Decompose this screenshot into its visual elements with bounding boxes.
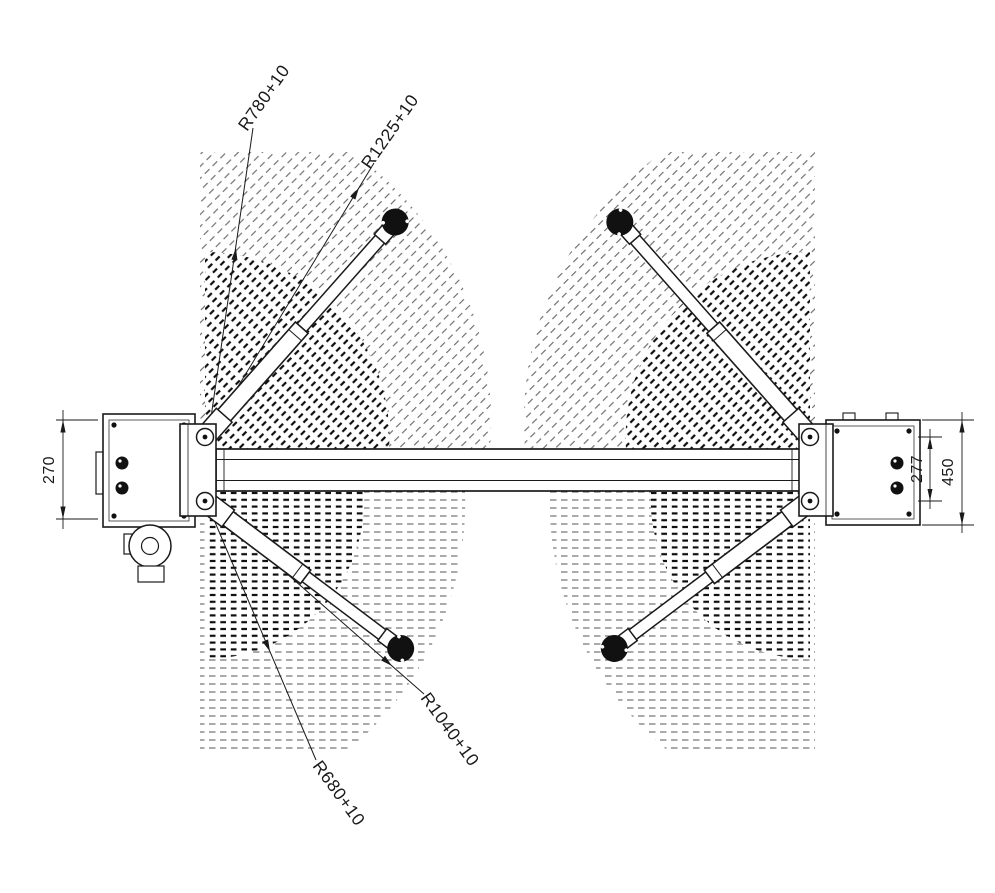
dimension-right-277: 277 bbox=[909, 429, 942, 509]
anchor-bolt bbox=[834, 511, 840, 517]
leader-line-r780 bbox=[208, 127, 254, 432]
radius-label-r680: R680+10 bbox=[309, 757, 370, 830]
dimension-text-270: 270 bbox=[41, 456, 58, 484]
radius-label-r1040: R1040+10 bbox=[417, 689, 484, 770]
bolt-highlight bbox=[118, 484, 122, 488]
pad-highlight bbox=[624, 648, 629, 652]
dimension-text-450: 450 bbox=[940, 458, 957, 486]
dimension-left-270: 270 bbox=[41, 410, 98, 529]
arm-joint-line bbox=[292, 563, 304, 578]
power-unit-base bbox=[137, 565, 165, 583]
anchor-bolt bbox=[834, 428, 840, 434]
pivot-pin bbox=[202, 434, 208, 440]
bolt-highlight bbox=[893, 459, 897, 463]
dimension-arrow-up bbox=[959, 420, 965, 433]
arrowhead-r1225 bbox=[350, 187, 359, 200]
dimension-right-450: 450 bbox=[922, 412, 974, 533]
dimension-arrow-up bbox=[60, 420, 66, 433]
swing-arm-bottom-right bbox=[600, 494, 814, 662]
left-post-bolt-upper bbox=[115, 456, 129, 470]
bolt-highlight bbox=[118, 459, 122, 463]
arm-joint-line bbox=[713, 329, 727, 342]
power-unit-motor-hub bbox=[140, 536, 160, 556]
pivot-pin bbox=[202, 498, 208, 504]
pad-highlight bbox=[600, 644, 605, 649]
reach-zone-top-left-inner bbox=[205, 252, 390, 449]
pad-highlight bbox=[618, 208, 623, 212]
right-post-bolt-upper bbox=[890, 456, 904, 470]
right-post-bolt-lower bbox=[890, 481, 904, 495]
dimension-arrow-down bbox=[927, 489, 933, 501]
pad-highlight bbox=[397, 634, 401, 639]
radius-label-r1225: R1225+10 bbox=[357, 90, 423, 172]
anchor-bolt bbox=[111, 422, 117, 428]
arm-lift-pad bbox=[387, 634, 415, 662]
radius-label-r780: R780+10 bbox=[234, 61, 294, 135]
dimension-arrow-down bbox=[60, 506, 66, 519]
reach-zone-top-right-inner bbox=[625, 252, 810, 449]
dimension-arrow-down bbox=[959, 512, 965, 525]
right-post-baseplate bbox=[825, 419, 921, 526]
left-post-bolt-lower bbox=[115, 481, 129, 495]
arrowhead-r780 bbox=[231, 248, 238, 261]
arm-joint-line bbox=[711, 563, 723, 578]
pad-highlight bbox=[617, 232, 621, 236]
arm-lift-pad bbox=[381, 208, 409, 236]
arm-lift-pad bbox=[600, 634, 628, 662]
crossbeam-body bbox=[215, 448, 801, 492]
anchor-bolt bbox=[906, 428, 912, 434]
pad-highlight bbox=[400, 658, 405, 663]
arrowhead-r680 bbox=[262, 639, 270, 652]
arrowhead-r1040 bbox=[381, 655, 392, 666]
dimension-text-277: 277 bbox=[909, 455, 926, 483]
leader-line-r680 bbox=[208, 507, 317, 761]
pivot-pin bbox=[807, 434, 813, 440]
dimension-arrow-up bbox=[927, 437, 933, 449]
pivot-pin bbox=[807, 498, 813, 504]
arm-joint-line bbox=[288, 329, 302, 342]
anchor-bolt bbox=[906, 511, 912, 517]
crossbeam bbox=[215, 448, 801, 492]
bolt-highlight bbox=[893, 484, 897, 488]
right-post-assembly bbox=[798, 412, 921, 526]
swing-arm-top-right bbox=[606, 208, 816, 442]
arm-lift-pad bbox=[606, 208, 634, 236]
left-post-assembly bbox=[95, 413, 217, 583]
pad-highlight bbox=[381, 220, 385, 225]
pad-highlight bbox=[405, 219, 409, 224]
anchor-bolt bbox=[111, 513, 117, 519]
